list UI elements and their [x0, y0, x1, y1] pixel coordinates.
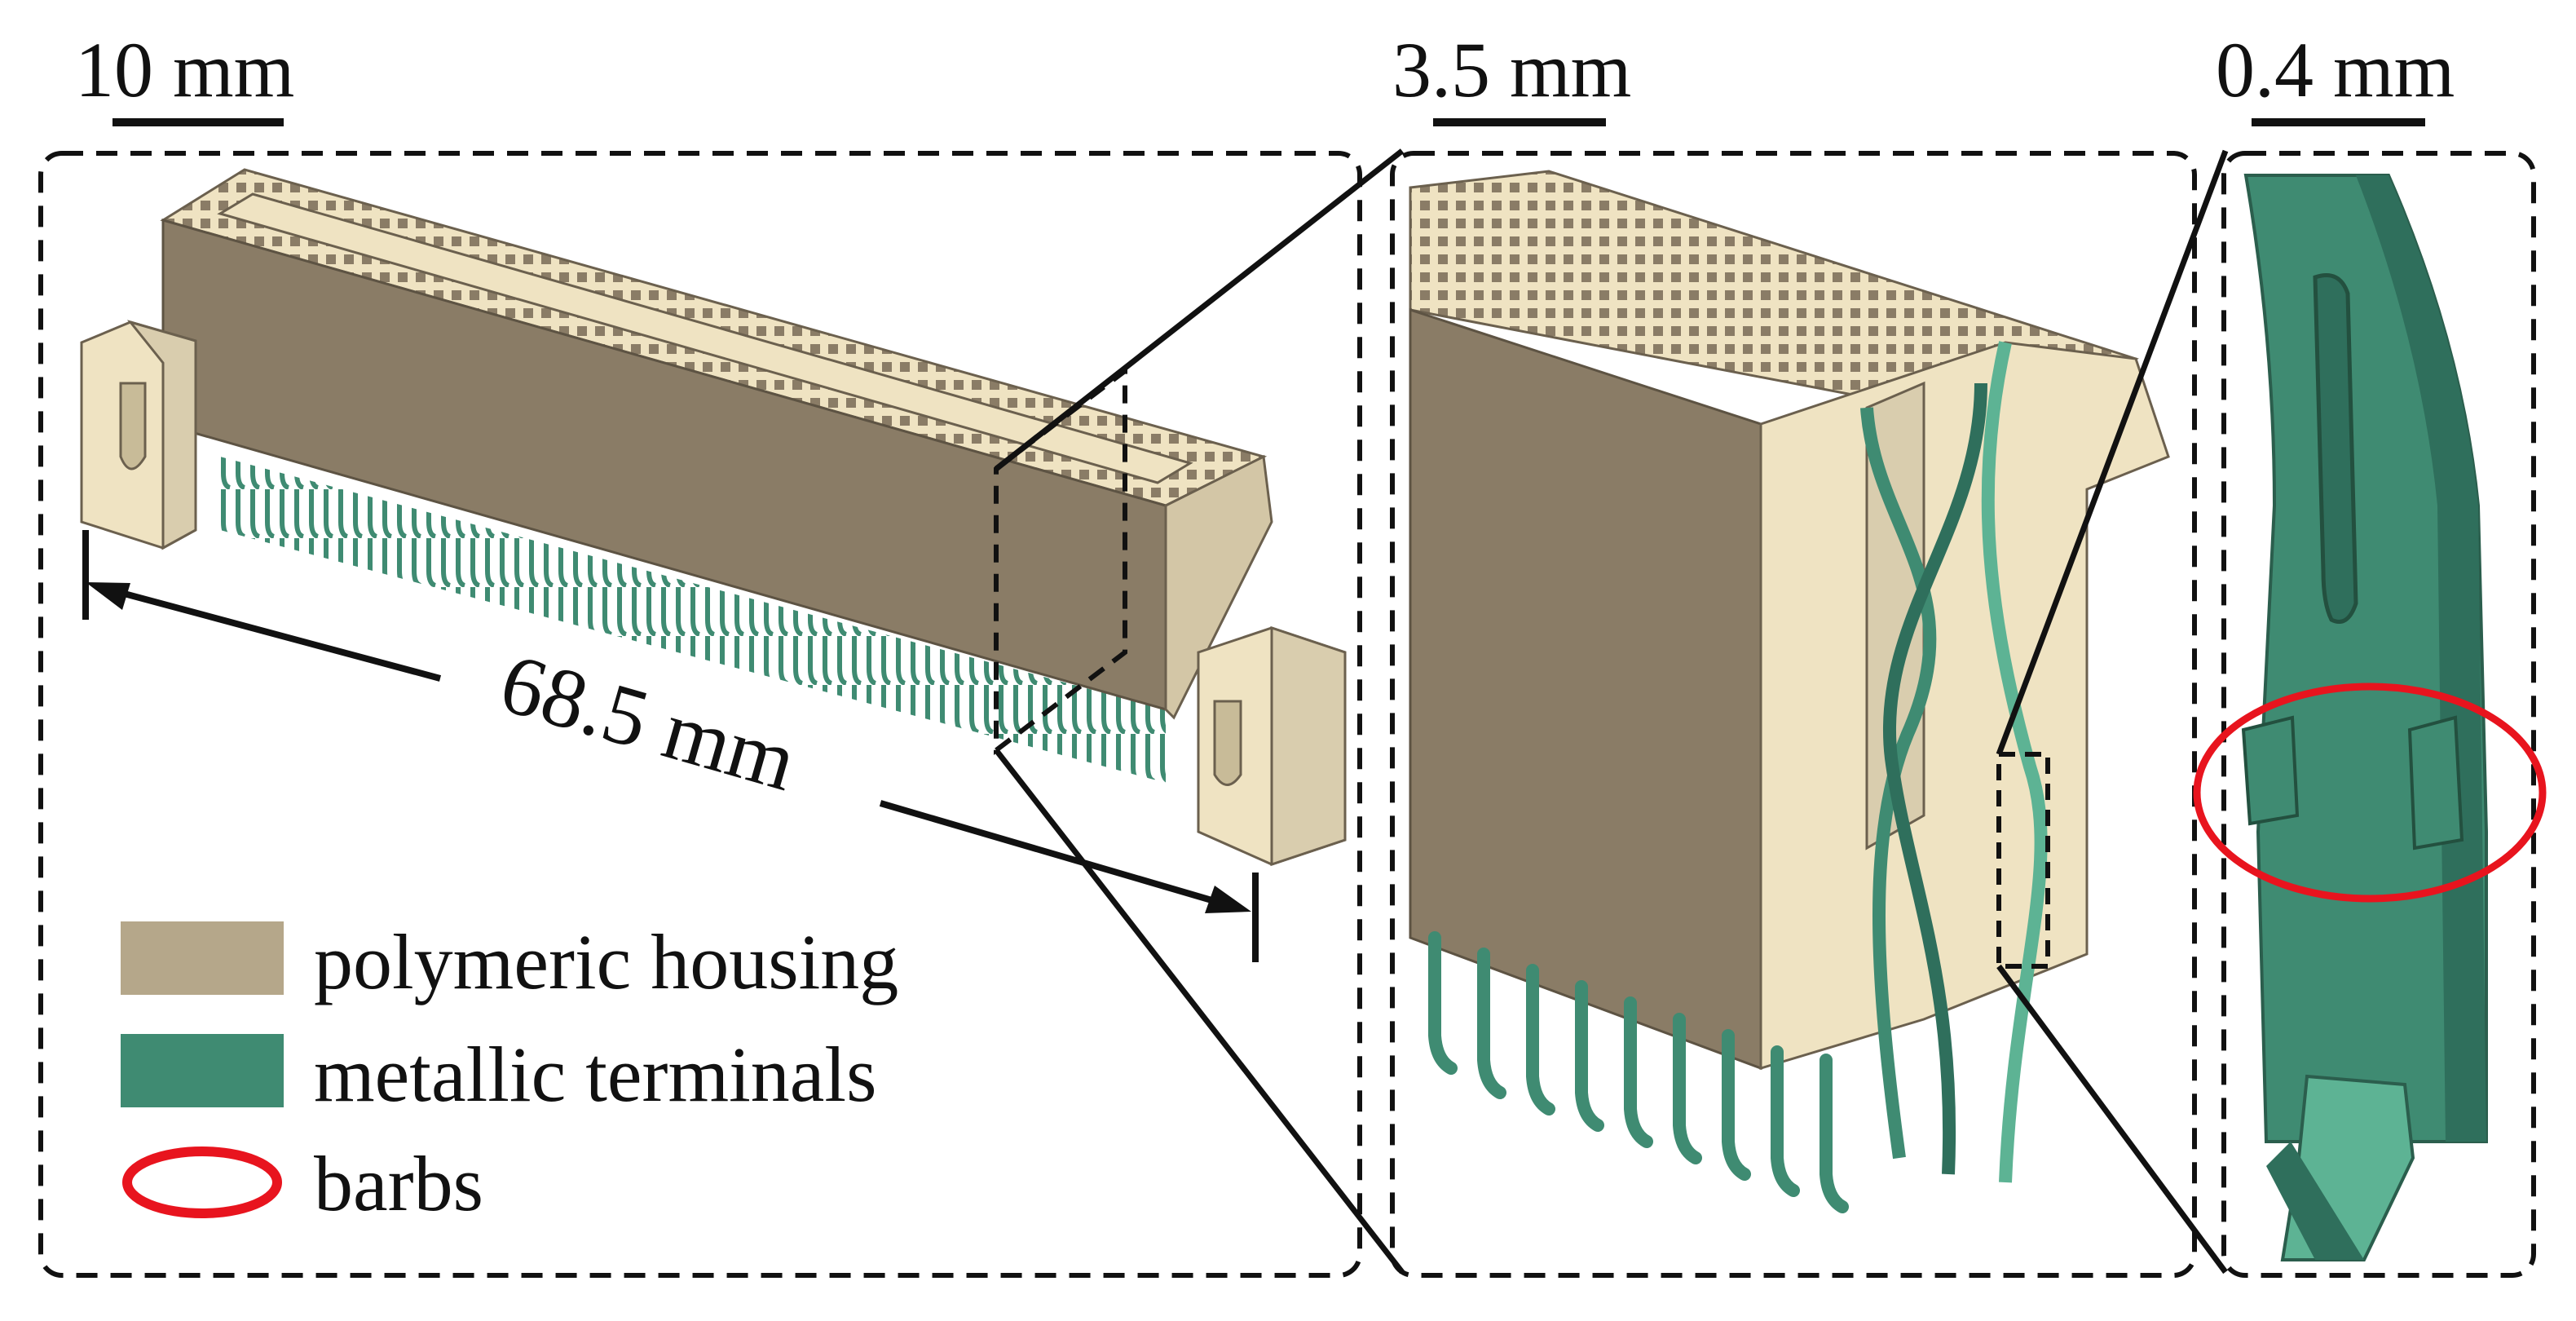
housing-end-face [1164, 454, 1273, 720]
section-side-face [1759, 341, 2170, 1071]
left-mounting-post [80, 320, 197, 550]
legend-label-housing: polymeric housing [314, 918, 898, 1005]
barb-slot [2313, 273, 2358, 624]
legend-swatch-terminals [121, 1034, 284, 1107]
barb-marker [2193, 683, 2547, 903]
right-mounting-post [1197, 625, 1347, 867]
panel-section-frame [1390, 151, 2197, 1278]
housing-slot [217, 192, 1193, 484]
detail-box-1 [994, 365, 1127, 756]
legend-label-barbs: barbs [314, 1140, 483, 1227]
barb-illustration [2193, 174, 2547, 1261]
scale-label-0-4mm: 0.4 mm [2216, 26, 2455, 113]
zoom-line-1-bottom [994, 748, 1405, 1275]
legend-label-terminals: metallic terminals [314, 1031, 876, 1118]
zoom-line-2-top [1996, 149, 2229, 756]
panel-overview-frame [38, 151, 1362, 1278]
panel-barb-frame [2221, 151, 2536, 1278]
barb-terminal-edge [2356, 175, 2486, 1142]
legend-swatch-barbs [122, 1146, 282, 1218]
panel-section: 3.5 mm [1390, 26, 2197, 1278]
barb-left [2241, 715, 2300, 826]
connector-body [80, 168, 1347, 867]
legend-swatch-housing [121, 921, 284, 995]
barb-right [2407, 715, 2464, 850]
section-pin-row [1428, 931, 1849, 1213]
section-illustration [1409, 170, 2170, 1213]
section-terminal-c [1981, 341, 2048, 1183]
section-terminal-b [1883, 382, 1987, 1175]
zoom-line-1-top [994, 148, 1405, 471]
legend: polymeric housing metallic terminals bar… [121, 918, 898, 1227]
panel-barb: 0.4 mm [2193, 26, 2547, 1278]
section-terminal-a [1860, 407, 1937, 1160]
scale-label-3-5mm: 3.5 mm [1392, 26, 1631, 113]
panel-overview: 10 mm [38, 26, 1362, 1278]
terminal-row [220, 457, 1166, 783]
section-front-face [1409, 307, 1762, 1071]
scale-label-10mm: 10 mm [75, 26, 294, 113]
zoom-line-2-bottom [1996, 964, 2228, 1275]
barb-tail-shade [2266, 1142, 2364, 1260]
